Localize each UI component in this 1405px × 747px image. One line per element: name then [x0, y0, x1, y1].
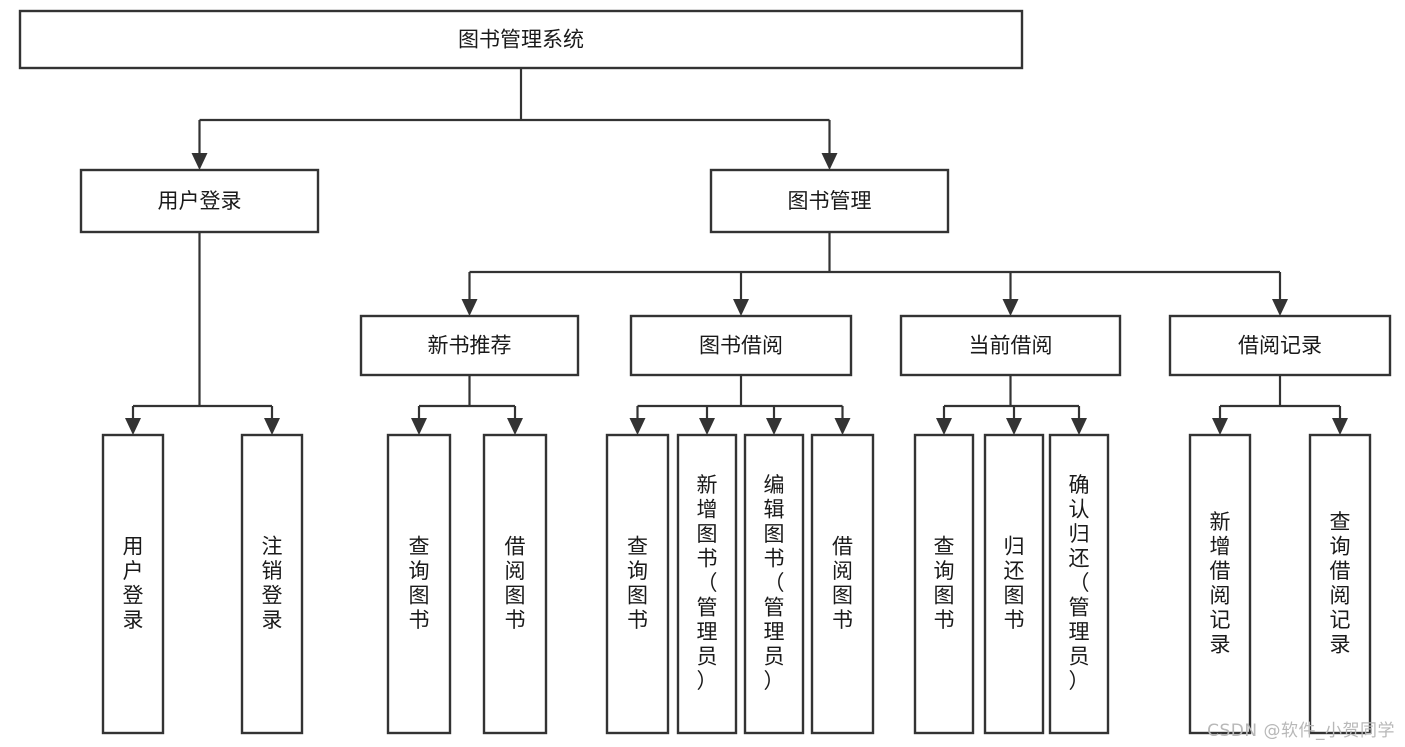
- arrow-head-leaf-borrow-edit-book: [766, 418, 782, 435]
- node-label-root: 图书管理系统: [458, 28, 584, 52]
- node-leaf-borrow-add-book[interactable]: 新增图书（管理员）: [676, 433, 738, 735]
- arrow-head-leaf-borrow-query-book: [629, 418, 646, 435]
- node-label-current-borrow: 当前借阅: [969, 334, 1053, 358]
- node-box-leaf-borrow-edit-book: [743, 433, 805, 735]
- node-box-book-management: [709, 168, 950, 234]
- node-leaf-user-logout[interactable]: 注销登录: [240, 433, 304, 735]
- node-box-leaf-recommend-borrow-book: [482, 433, 548, 735]
- node-leaf-borrow-borrow-book[interactable]: 借阅图书: [810, 433, 875, 735]
- arrow-head-leaf-record-add: [1212, 418, 1228, 435]
- node-box-leaf-borrow-borrow-book: [810, 433, 875, 735]
- node-book-borrow[interactable]: 图书借阅: [629, 314, 853, 377]
- node-label-leaf-recommend-query-book: 查询图书: [409, 534, 430, 632]
- arrow-head-book-borrow: [733, 299, 749, 316]
- arrow-head-user-login: [191, 153, 208, 170]
- node-borrow-record[interactable]: 借阅记录: [1168, 314, 1392, 377]
- node-leaf-current-confirm-return[interactable]: 确认归还（管理员）: [1048, 433, 1110, 735]
- node-box-new-book-recommend: [359, 314, 580, 377]
- node-leaf-record-add[interactable]: 新增借阅记录: [1188, 433, 1252, 735]
- node-label-leaf-record-query: 查询借阅记录: [1330, 510, 1351, 657]
- arrow-head-leaf-user-login: [125, 418, 141, 435]
- node-current-borrow[interactable]: 当前借阅: [899, 314, 1122, 377]
- node-box-leaf-current-query-book: [913, 433, 975, 735]
- connectors-layer: [125, 68, 1348, 435]
- node-leaf-current-return-book[interactable]: 归还图书: [983, 433, 1045, 735]
- node-box-current-borrow: [899, 314, 1122, 377]
- node-box-leaf-user-login: [101, 433, 165, 735]
- node-label-new-book-recommend: 新书推荐: [428, 334, 512, 358]
- arrow-head-leaf-current-return-book: [1006, 418, 1022, 435]
- node-label-leaf-user-login: 用户登录: [123, 534, 144, 632]
- node-root[interactable]: 图书管理系统: [18, 9, 1024, 70]
- node-box-borrow-record: [1168, 314, 1392, 377]
- arrow-head-leaf-current-query-book: [936, 418, 952, 435]
- node-label-user-login: 用户登录: [158, 189, 242, 213]
- node-box-leaf-borrow-add-book: [676, 433, 738, 735]
- arrow-head-leaf-borrow-add-book: [699, 418, 715, 435]
- node-label-leaf-borrow-edit-book: 编辑图书（管理员）: [764, 473, 785, 693]
- node-box-leaf-recommend-query-book: [386, 433, 452, 735]
- node-label-leaf-current-return-book: 归还图书: [1004, 534, 1025, 632]
- node-label-leaf-current-query-book: 查询图书: [934, 534, 955, 632]
- node-label-borrow-record: 借阅记录: [1238, 334, 1322, 358]
- node-box-book-borrow: [629, 314, 853, 377]
- arrow-head-leaf-borrow-borrow-book: [834, 418, 851, 435]
- nodes-layer: 图书管理系统用户登录图书管理新书推荐图书借阅当前借阅借阅记录用户登录注销登录查询…: [18, 9, 1392, 735]
- watermark-text: CSDN @软件_小贺同学: [1207, 721, 1395, 741]
- node-box-leaf-record-query: [1308, 433, 1372, 735]
- arrow-head-leaf-record-query: [1332, 418, 1348, 435]
- node-label-leaf-borrow-add-book: 新增图书（管理员）: [697, 473, 718, 693]
- node-book-management[interactable]: 图书管理: [709, 168, 950, 234]
- node-label-book-borrow: 图书借阅: [699, 334, 783, 358]
- node-label-leaf-borrow-query-book: 查询图书: [627, 534, 648, 632]
- node-leaf-record-query[interactable]: 查询借阅记录: [1308, 433, 1372, 735]
- node-leaf-borrow-query-book[interactable]: 查询图书: [605, 433, 670, 735]
- node-leaf-borrow-edit-book[interactable]: 编辑图书（管理员）: [743, 433, 805, 735]
- arrow-head-new-book-recommend: [461, 299, 478, 316]
- node-box-root: [18, 9, 1024, 70]
- node-new-book-recommend[interactable]: 新书推荐: [359, 314, 580, 377]
- arrow-head-leaf-recommend-borrow-book: [507, 418, 523, 435]
- node-box-leaf-user-logout: [240, 433, 304, 735]
- node-label-leaf-record-add: 新增借阅记录: [1210, 510, 1231, 657]
- arrow-head-leaf-recommend-query-book: [411, 418, 427, 435]
- node-label-leaf-current-confirm-return: 确认归还（管理员）: [1069, 473, 1090, 693]
- arrow-head-leaf-current-confirm-return: [1071, 418, 1087, 435]
- node-label-leaf-borrow-borrow-book: 借阅图书: [832, 534, 853, 632]
- arrow-head-book-management: [821, 153, 838, 170]
- arrow-head-borrow-record: [1272, 299, 1288, 316]
- node-label-leaf-user-logout: 注销登录: [262, 534, 283, 632]
- node-leaf-current-query-book[interactable]: 查询图书: [913, 433, 975, 735]
- arrow-head-current-borrow: [1002, 299, 1019, 316]
- node-label-book-management: 图书管理: [788, 189, 872, 213]
- node-leaf-recommend-borrow-book[interactable]: 借阅图书: [482, 433, 548, 735]
- node-label-leaf-recommend-borrow-book: 借阅图书: [505, 534, 526, 632]
- arrow-head-leaf-user-logout: [264, 418, 280, 435]
- node-box-leaf-borrow-query-book: [605, 433, 670, 735]
- node-box-leaf-current-confirm-return: [1048, 433, 1110, 735]
- node-box-leaf-record-add: [1188, 433, 1252, 735]
- node-leaf-recommend-query-book[interactable]: 查询图书: [386, 433, 452, 735]
- node-box-leaf-current-return-book: [983, 433, 1045, 735]
- node-box-user-login: [79, 168, 320, 234]
- node-leaf-user-login[interactable]: 用户登录: [101, 433, 165, 735]
- node-user-login[interactable]: 用户登录: [79, 168, 320, 234]
